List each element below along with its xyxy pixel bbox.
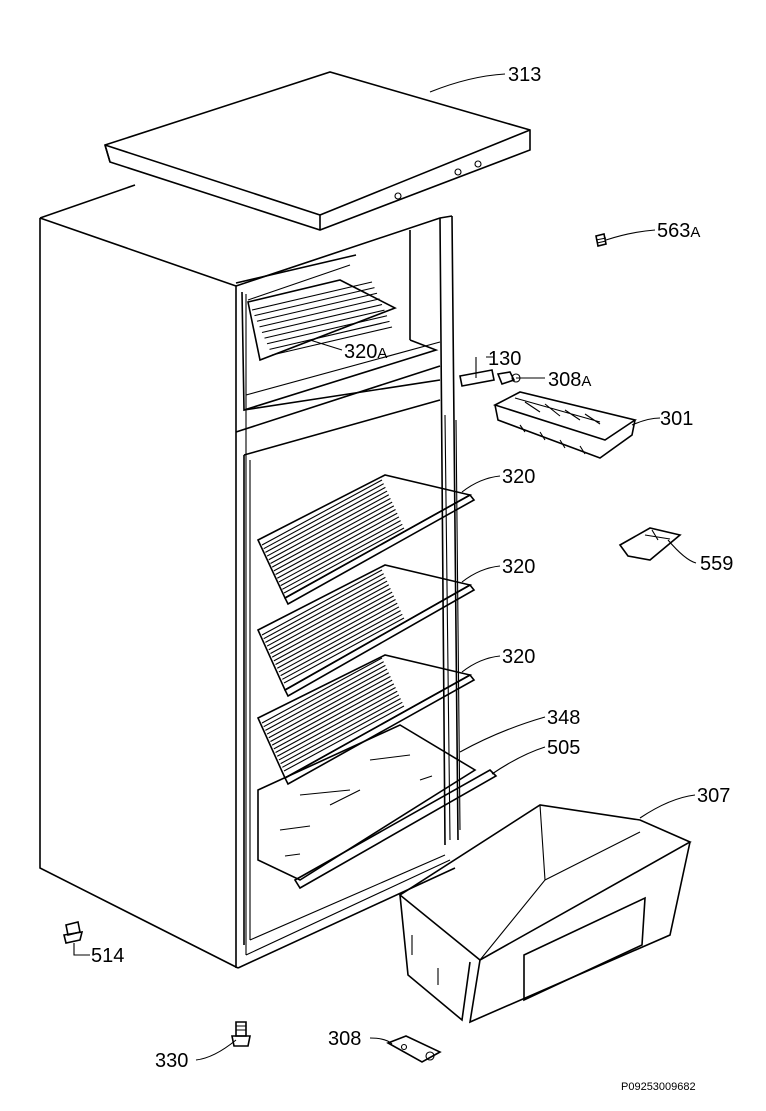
shelf-wire xyxy=(271,679,393,746)
top-cover xyxy=(104,71,531,231)
label-514: 514 xyxy=(91,945,124,967)
shelf-wire xyxy=(256,292,378,322)
label-130: 130 xyxy=(488,348,521,370)
hinge-308 xyxy=(386,1035,442,1063)
shelf-wire xyxy=(275,509,396,576)
shelf-wire xyxy=(273,683,395,750)
shelf-wire xyxy=(259,298,380,328)
bracket-130 xyxy=(459,360,495,387)
screw-330 xyxy=(231,1021,251,1047)
fridge-shelves xyxy=(256,474,476,786)
shelf-wire xyxy=(273,505,395,572)
shelf-wire xyxy=(280,698,401,765)
shelf-wire xyxy=(263,483,384,550)
shelf-wire xyxy=(263,573,384,640)
label-308: 308 xyxy=(328,1028,361,1050)
label-505: 505 xyxy=(547,737,580,759)
shelf-wire xyxy=(276,512,398,579)
shelf-wire xyxy=(271,326,393,356)
label-320-lower: 320 xyxy=(502,646,535,668)
shelf-wire xyxy=(283,705,405,772)
shelf-wire xyxy=(275,599,396,666)
shelf-wire xyxy=(268,672,390,739)
label-320a: 320A xyxy=(344,341,387,363)
shelf-wire xyxy=(278,516,400,583)
shelf-wire xyxy=(269,320,390,350)
shelf-wire xyxy=(270,497,391,564)
shelf-wire xyxy=(268,494,390,561)
shelf-wire xyxy=(261,303,383,334)
label-330: 330 xyxy=(155,1050,188,1072)
shelf-wire xyxy=(266,315,388,345)
shelf-wire xyxy=(282,701,403,768)
shelf-wire xyxy=(282,613,403,680)
shelf-wire xyxy=(275,687,396,754)
shelf-wire xyxy=(270,587,391,654)
shelf-wire xyxy=(261,479,383,546)
shelf-wire xyxy=(268,584,390,651)
label-307: 307 xyxy=(697,785,730,807)
shelf-wire xyxy=(254,287,375,317)
shelf-wire xyxy=(276,602,398,669)
shelf-wire xyxy=(271,591,393,658)
drawing-code: P09253009682 xyxy=(621,1081,696,1093)
label-308a: 308A xyxy=(548,369,591,391)
shelf-wire xyxy=(265,486,386,553)
label-563a: 563A xyxy=(657,220,700,242)
cabinet xyxy=(39,184,461,969)
dish-cover-559 xyxy=(618,527,682,561)
shelf-wire xyxy=(266,490,388,557)
part-labels: 313 563A 130 308A 301 320A 320 320 320 5… xyxy=(91,64,733,1093)
ice-cube-tray xyxy=(492,391,637,459)
shelf-wire xyxy=(251,281,373,311)
shelf-wire xyxy=(283,617,405,684)
shelf-wire xyxy=(276,690,398,757)
shelf-wire xyxy=(265,664,386,731)
shelf-wire xyxy=(278,606,400,673)
label-313: 313 xyxy=(508,64,541,86)
shelf-wire xyxy=(283,527,405,594)
crisper-cover-rail xyxy=(293,769,498,890)
shelf-wire xyxy=(266,580,388,647)
shelf-wire xyxy=(282,523,403,590)
label-301: 301 xyxy=(660,408,693,430)
shelf-wire xyxy=(271,501,393,568)
shelf-wire xyxy=(273,595,395,662)
shelf-wire xyxy=(280,610,401,677)
shelf-wire xyxy=(265,576,386,643)
shelf-wire xyxy=(270,675,391,742)
crisper-drawer xyxy=(398,804,692,1024)
label-320-middle: 320 xyxy=(502,556,535,578)
shelf-wire xyxy=(261,657,383,724)
shelf-wire xyxy=(280,520,401,587)
shelf-wire xyxy=(263,661,384,728)
screw-563a xyxy=(595,233,607,247)
shelf-wire xyxy=(266,668,388,735)
leader-lines xyxy=(73,73,697,1061)
shelf-wire xyxy=(261,569,383,636)
label-559: 559 xyxy=(700,553,733,575)
freezer-shelf xyxy=(247,279,397,362)
label-348: 348 xyxy=(547,707,580,729)
label-320-upper: 320 xyxy=(502,466,535,488)
shelf-wire xyxy=(264,309,385,339)
glass-shelf xyxy=(257,724,477,881)
adjustable-foot-514 xyxy=(63,921,84,944)
shelf-wire xyxy=(278,694,400,761)
